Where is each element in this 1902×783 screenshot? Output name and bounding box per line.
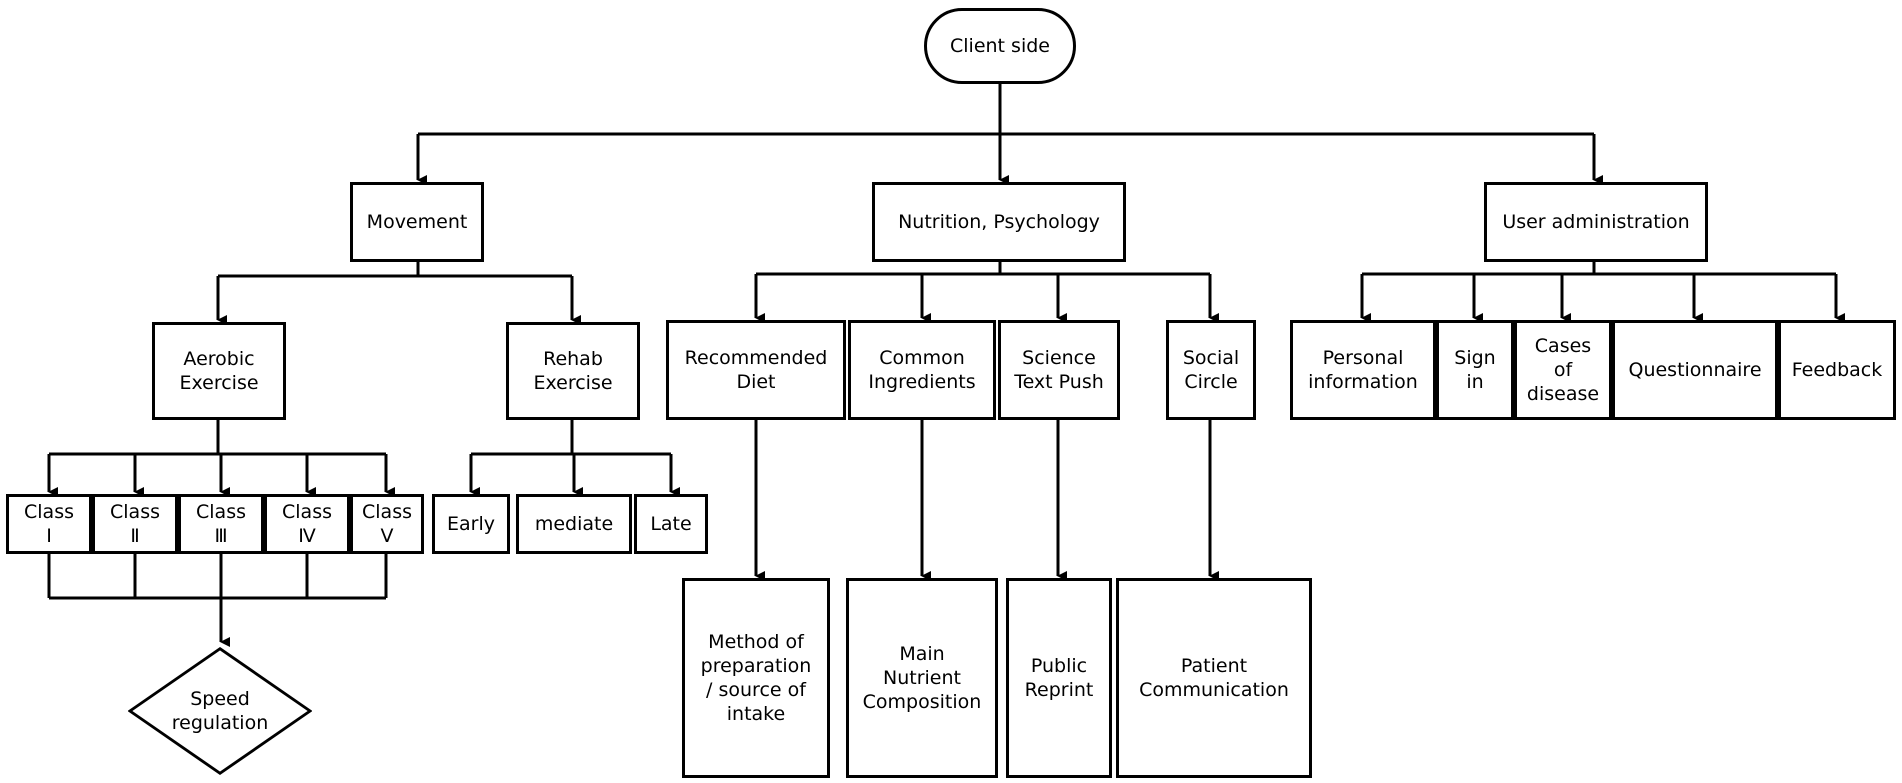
node-science-text-push: Science Text Push [998, 320, 1120, 420]
node-stage-early: Early [432, 494, 510, 554]
node-class-2: Class Ⅱ [92, 494, 178, 554]
node-public-reprint: Public Reprint [1006, 578, 1112, 778]
node-recommended-diet: Recommended Diet [666, 320, 846, 420]
node-personal-information: Personal information [1290, 320, 1436, 420]
node-nutrition-psychology: Nutrition, Psychology [872, 182, 1126, 262]
connectors [47, 84, 1845, 647]
node-method-of-preparation: Method of preparation / source of intake [682, 578, 830, 778]
node-common-ingredients: Common Ingredients [848, 320, 996, 420]
node-client-side: Client side [924, 8, 1076, 84]
speed-regulation-label: Speed regulation [171, 688, 269, 734]
node-questionnaire: Questionnaire [1612, 320, 1778, 420]
node-speed-regulation: Speed regulation [124, 644, 316, 778]
node-cases-of-disease: Cases of disease [1514, 320, 1612, 420]
node-stage-late: Late [634, 494, 708, 554]
node-movement: Movement [350, 182, 484, 262]
node-class-4: Class Ⅳ [264, 494, 350, 554]
node-feedback: Feedback [1778, 320, 1896, 420]
node-patient-communication: Patient Communication [1116, 578, 1312, 778]
node-sign-in: Sign in [1436, 320, 1514, 420]
node-class-1: Class Ⅰ [6, 494, 92, 554]
diamond-shape [128, 646, 312, 776]
node-class-5: Class Ⅴ [350, 494, 424, 554]
node-class-3: Class Ⅲ [178, 494, 264, 554]
node-stage-mediate: mediate [516, 494, 632, 554]
node-social-circle: Social Circle [1166, 320, 1256, 420]
node-aerobic-exercise: Aerobic Exercise [152, 322, 286, 420]
node-user-administration: User administration [1484, 182, 1708, 262]
node-main-nutrient-composition: Main Nutrient Composition [846, 578, 998, 778]
node-rehab-exercise: Rehab Exercise [506, 322, 640, 420]
